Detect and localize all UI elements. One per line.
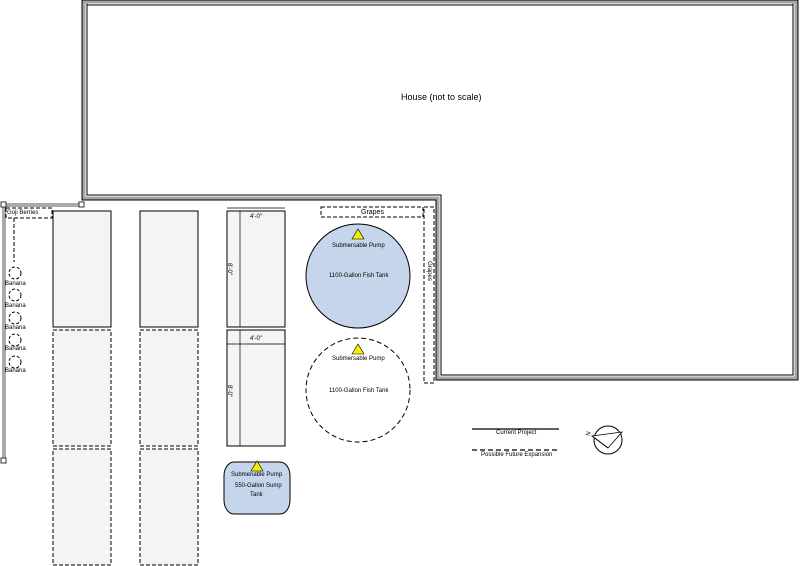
pump-triangle xyxy=(351,343,365,355)
grapes-label: Grapes xyxy=(361,209,384,216)
grow-bed-current xyxy=(226,210,286,328)
grow-bed-future xyxy=(52,329,112,447)
grow-bed-current xyxy=(52,210,112,328)
grow-bed-future xyxy=(52,448,112,566)
dimension-lines xyxy=(227,207,285,446)
banana-label: Banana xyxy=(5,346,26,352)
grow-bed-future xyxy=(139,448,199,566)
bed-width-dimension: 4'-0" xyxy=(250,214,262,220)
banana-plants xyxy=(8,266,22,369)
house-outline xyxy=(81,0,799,381)
fence xyxy=(0,201,85,464)
banana-label: Banana xyxy=(5,325,26,331)
banana-circle xyxy=(8,333,22,347)
banana-circle xyxy=(8,266,22,280)
legend-current-label: Current Project xyxy=(496,430,537,436)
pump-label: Submersable Pump xyxy=(332,243,385,249)
banana-label: Banana xyxy=(5,368,26,374)
goji-bed xyxy=(5,207,53,219)
banana-circle xyxy=(8,311,22,325)
fish-tank-future xyxy=(305,337,411,443)
sump-tank-label: 550-Gallon Sump xyxy=(235,483,282,489)
banana-circle xyxy=(8,288,22,302)
bed-length-dimension: 8'-0" xyxy=(225,385,232,397)
grapes-side-label: Grapes xyxy=(425,261,432,281)
fish-tank-label: 1100-Gallon Fish Tank xyxy=(329,273,389,279)
pump-triangle xyxy=(250,460,264,472)
grow-bed-current xyxy=(226,329,286,447)
grapes-bed-side xyxy=(423,206,435,384)
pump-triangle xyxy=(351,228,365,240)
sump-tank-label: Tank xyxy=(250,492,263,498)
grow-bed-future xyxy=(139,329,199,447)
house-label: House (not to scale) xyxy=(401,92,482,102)
banana-label: Banana xyxy=(5,281,26,287)
goji-label: Goji Berries xyxy=(7,210,39,216)
banana-label: Banana xyxy=(5,303,26,309)
fish-tank-current xyxy=(305,223,411,329)
banana-circle xyxy=(8,355,22,369)
legend-future-label: Possible Future Expansion xyxy=(481,452,553,458)
bed-width-dimension: 4'-0" xyxy=(250,336,262,342)
grapes-bed-top xyxy=(320,206,424,218)
grow-bed-current xyxy=(139,210,199,328)
north-arrow-icon xyxy=(590,425,624,455)
pump-label: Submersable Pump xyxy=(332,356,385,362)
fish-tank-label: 1100-Gallon Fish Tank xyxy=(329,388,389,394)
bed-length-dimension: 8'-0" xyxy=(225,263,232,275)
pump-label: Submenable Pump xyxy=(231,472,283,478)
